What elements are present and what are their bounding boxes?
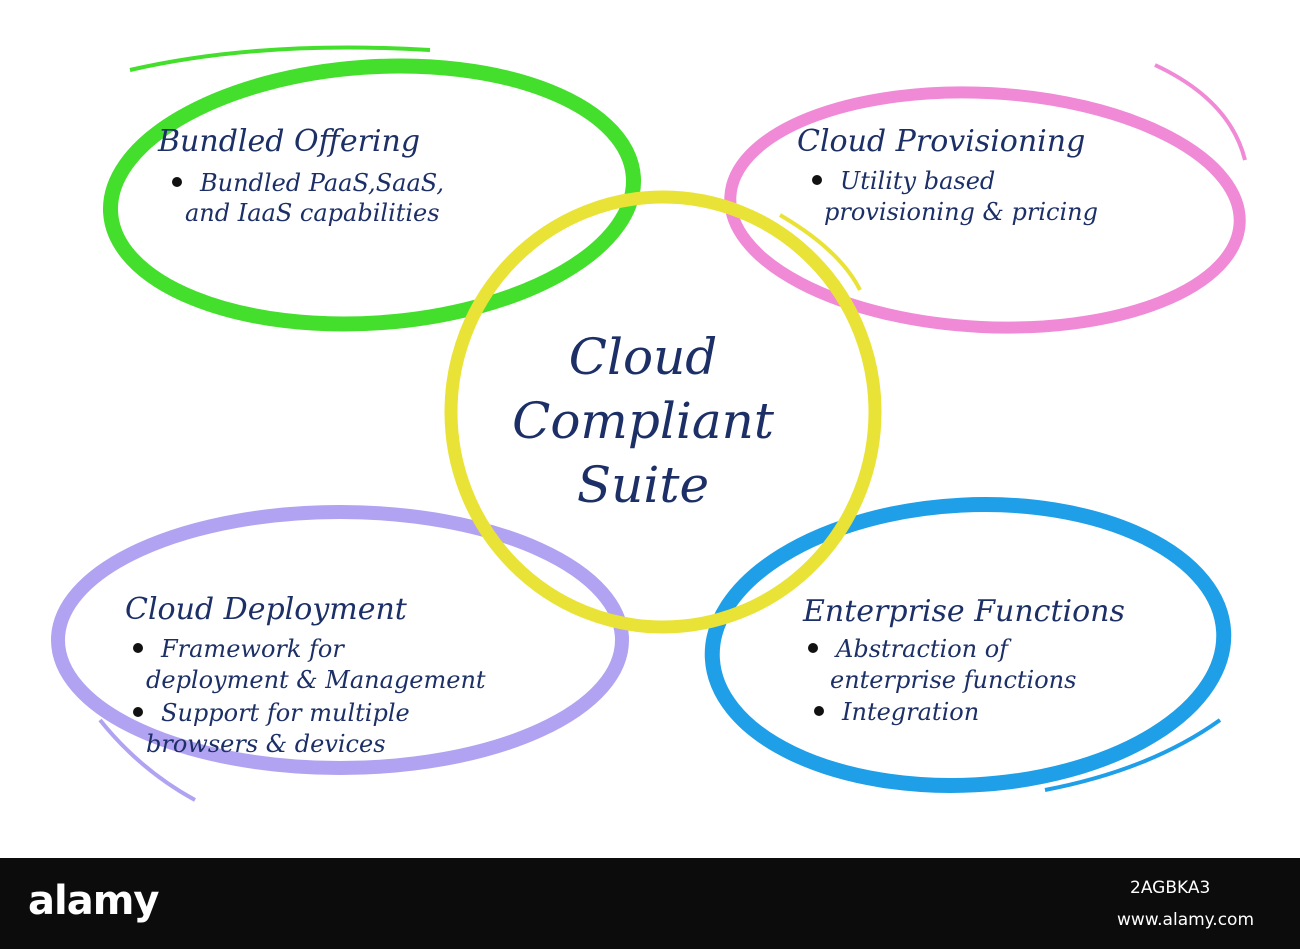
- list-item: Abstraction of: [808, 634, 1008, 665]
- list-item: Utility based: [812, 166, 995, 197]
- ring-enterprise-functions: [704, 497, 1232, 793]
- bullet-icon: [814, 705, 824, 716]
- center-title-line: Compliant: [512, 392, 774, 450]
- image-id: 2AGBKA3: [1130, 878, 1211, 898]
- item-text: Support for multiple: [161, 699, 410, 727]
- item-text: Abstraction of: [836, 635, 1009, 663]
- list-item: Support for multiple: [133, 698, 410, 729]
- ring-bundled-offering: [102, 45, 642, 332]
- diagram-canvas: Bundled Offering Bundled PaaS,SaaS, and …: [51, 45, 1247, 802]
- bullet-icon: [172, 176, 182, 187]
- node-title-bundled-offering: Bundled Offering: [158, 124, 421, 159]
- bullet-icon: [133, 642, 143, 653]
- footer-bar: [0, 858, 1300, 949]
- site-url: www.alamy.com: [1117, 910, 1255, 930]
- alamy-logo: alamy: [28, 878, 159, 924]
- bullet-icon: [808, 642, 818, 653]
- list-item: Bundled PaaS,SaaS,: [172, 168, 444, 199]
- list-item: Integration: [814, 697, 979, 728]
- item-text-continued: browsers & devices: [146, 730, 386, 758]
- item-text-continued: deployment & Management: [146, 666, 486, 694]
- item-text: Integration: [842, 698, 980, 726]
- item-text: Framework for: [161, 635, 344, 663]
- item-text-continued: provisioning & pricing: [824, 198, 1098, 226]
- center-title-line: Suite: [576, 456, 710, 514]
- item-text-continued: and IaaS capabilities: [185, 199, 440, 227]
- node-title-enterprise-functions: Enterprise Functions: [803, 594, 1125, 629]
- center-title-line: Cloud: [568, 328, 718, 386]
- node-title-cloud-deployment: Cloud Deployment: [125, 592, 407, 627]
- bullet-icon: [133, 706, 143, 717]
- ring-center: [444, 190, 882, 634]
- diagram-rings: [51, 45, 1247, 802]
- item-text-continued: enterprise functions: [830, 666, 1077, 694]
- bullet-icon: [812, 174, 822, 185]
- center-title: Cloud Compliant Suite: [448, 325, 838, 517]
- ring-cloud-deployment: [51, 505, 629, 802]
- item-text: Bundled PaaS,SaaS,: [200, 169, 444, 197]
- ring-cloud-provisioning: [724, 63, 1247, 334]
- node-title-cloud-provisioning: Cloud Provisioning: [797, 124, 1086, 159]
- item-text: Utility based: [840, 167, 996, 195]
- list-item: Framework for: [133, 634, 344, 665]
